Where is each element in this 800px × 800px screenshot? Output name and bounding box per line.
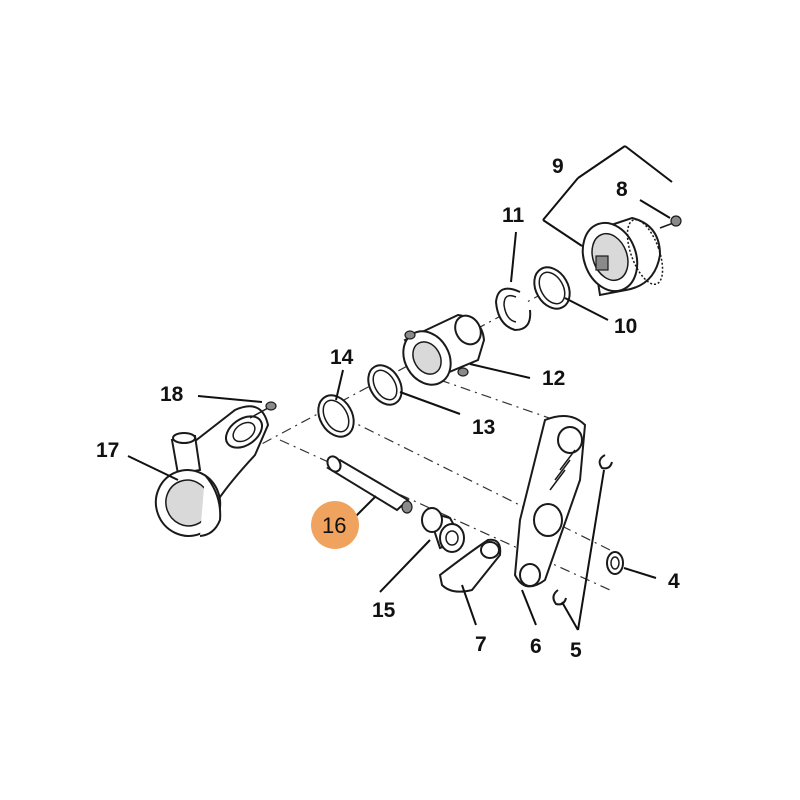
callout-5: 5 (570, 639, 582, 662)
part-9-gear-housing (581, 216, 664, 297)
highlight-circle (311, 501, 359, 549)
part-14-retaining-ring (317, 394, 355, 438)
part-16-pin (326, 455, 413, 514)
callout-11: 11 (502, 204, 525, 227)
callout-8: 8 (616, 178, 628, 201)
callout-13: 13 (472, 416, 495, 439)
callout-16: 16 (322, 513, 346, 538)
callout-12: 12 (542, 367, 565, 390)
part-11-snap-ring (494, 287, 532, 332)
part-13-ring (367, 364, 403, 406)
part-7-lever (438, 538, 502, 593)
callout-17: 17 (96, 439, 119, 462)
part-6-link-plate (513, 415, 587, 588)
leader-lines (127, 145, 673, 631)
part-18-screw (249, 401, 277, 419)
part-17-arm-housing (154, 405, 270, 537)
callout-9: 9 (552, 155, 564, 178)
part-12-bearing-cap (402, 313, 486, 386)
callout-15: 15 (372, 599, 396, 622)
callout-10: 10 (614, 315, 637, 338)
callout-labels: 4 5 6 7 8 9 10 11 12 13 14 15 16 17 18 (96, 155, 680, 662)
part-4-washer (606, 551, 624, 575)
part-8-fitting (659, 215, 682, 229)
part-15-bushing (421, 507, 465, 553)
callout-6: 6 (530, 635, 542, 658)
callout-4: 4 (668, 570, 680, 593)
part-5-clips (552, 454, 613, 606)
callout-18: 18 (160, 383, 184, 406)
callout-14: 14 (330, 346, 354, 369)
callout-7: 7 (475, 633, 487, 656)
part-10-ring (533, 266, 571, 310)
